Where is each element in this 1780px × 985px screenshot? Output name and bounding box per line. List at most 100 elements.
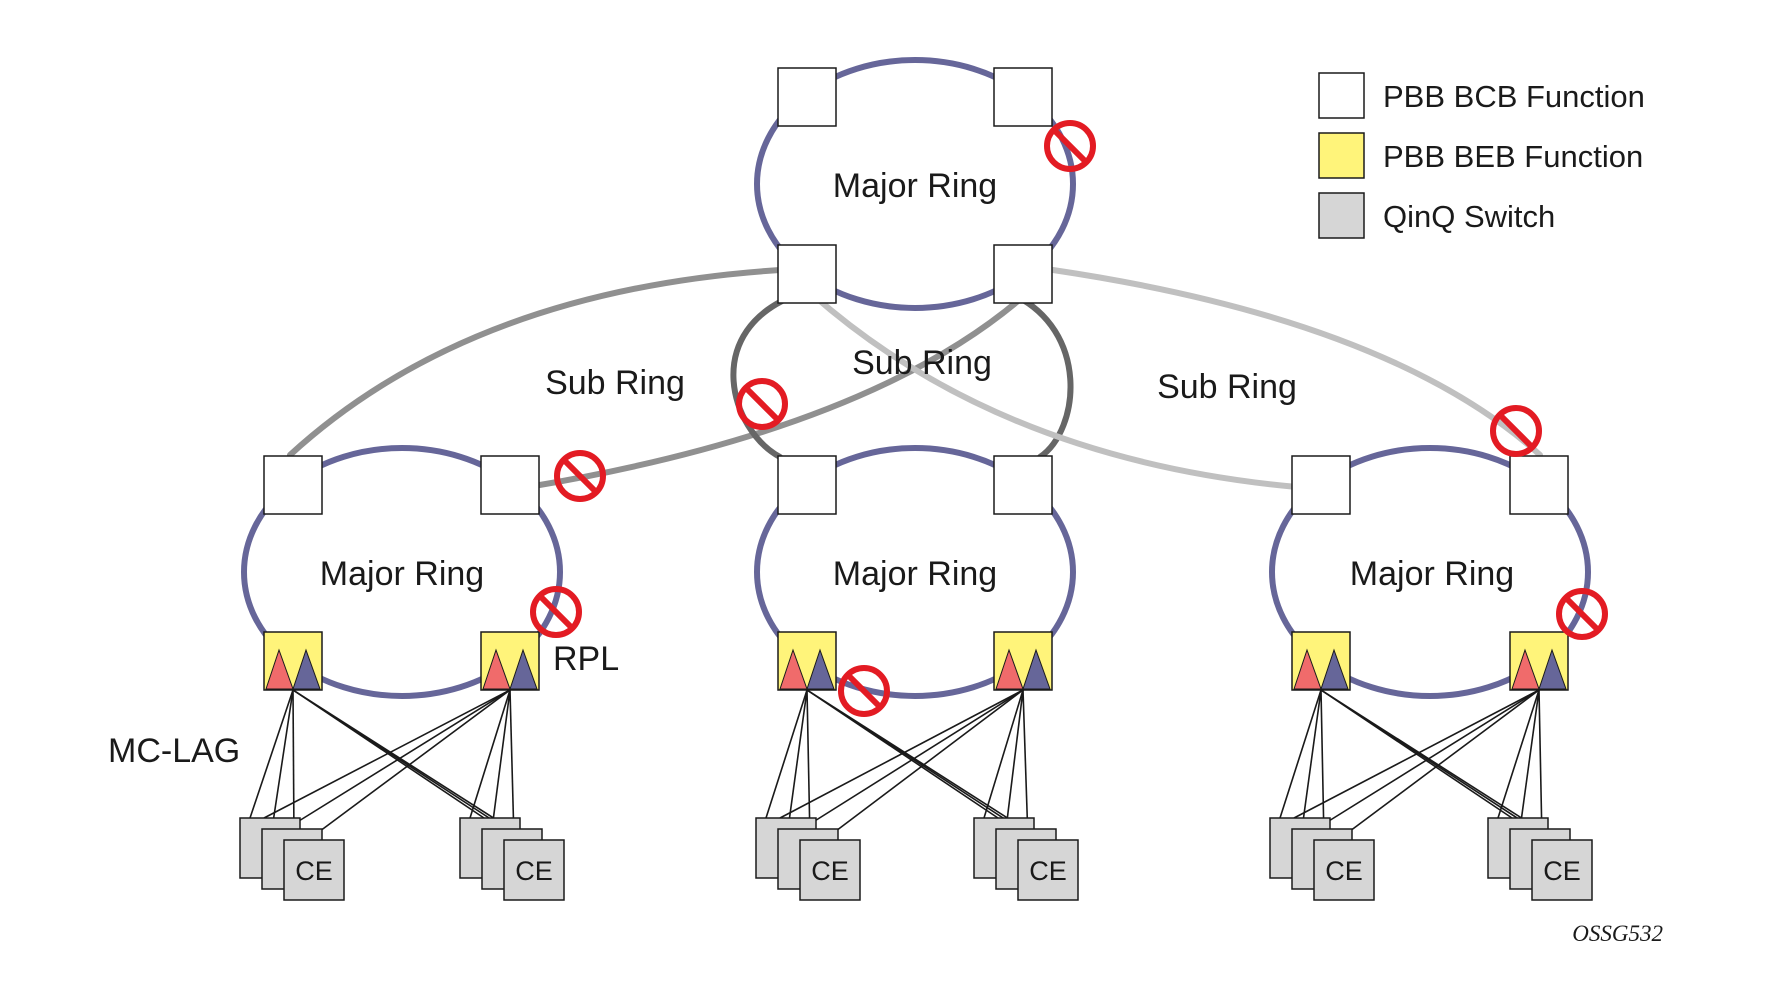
sub-ring-center-label: Sub Ring: [852, 344, 992, 382]
ce-label: CE: [1029, 856, 1067, 886]
mc-lag-link: [1538, 689, 1543, 841]
bcb-node-center-ring-tr: [993, 455, 1053, 515]
blocked-port-slash: [743, 385, 781, 423]
mc-lag-link: [1497, 689, 1540, 819]
beb-node-right-ring-bl: [1291, 631, 1351, 691]
ce-label: CE: [811, 856, 849, 886]
blocked-port-slash: [1051, 127, 1089, 165]
mc-lag-link: [249, 689, 294, 819]
sub-ring-right-path-b: [1050, 267, 1543, 458]
legend: PBB BCB Function PBB BEB Function QinQ S…: [1318, 72, 1645, 239]
major-ring-left-label: Major Ring: [320, 555, 484, 593]
blocked-port-ring: [554, 450, 606, 502]
beb-triangle-icon: [1538, 648, 1567, 690]
bcb-node-top-ring-tr: [993, 67, 1053, 127]
mc-lag-link: [1337, 689, 1540, 841]
ce-switch: [799, 839, 861, 901]
ce-stack-2: CE: [459, 817, 565, 901]
bcb-node-top-ring-br: [993, 244, 1053, 304]
beb-triangle-icon: [1511, 648, 1540, 690]
sub-ring-right-label: Sub Ring: [1157, 368, 1297, 406]
beb-triangle-icon: [1293, 648, 1322, 690]
blocked-port-icon: [530, 586, 582, 638]
beb-triangle-icon: [292, 648, 321, 690]
beb-triangle-icon: [779, 648, 808, 690]
blocked-port-ring: [1490, 405, 1542, 457]
mc-lag-link: [285, 689, 511, 830]
beb-triangle-icon: [265, 648, 294, 690]
bcb-nodes: [263, 67, 1569, 515]
mc-lag-link: [292, 689, 295, 841]
major-ring-top: [754, 57, 1076, 311]
ce-switch: [283, 839, 345, 901]
beb-triangle-icon: [1022, 648, 1051, 690]
legend-qinq-swatch: [1318, 192, 1365, 239]
blocked-port-ring: [838, 665, 890, 717]
sub-ring-center-path: [730, 291, 801, 460]
blocked-port-slash: [1497, 412, 1535, 450]
major-rings: [241, 57, 1591, 699]
bcb-node-top-ring-tl: [777, 67, 837, 127]
major-ring-top-label: Major Ring: [833, 167, 997, 205]
bcb-node-right-ring-tl: [1291, 455, 1351, 515]
blocked-port-icon: [838, 665, 890, 717]
major-ring-center: [754, 445, 1076, 699]
blocked-port-icon: [1044, 120, 1096, 172]
beb-triangle-icon: [509, 648, 538, 690]
beb-node-center-ring-bl: [777, 631, 837, 691]
bcb-node-left-ring-tl: [263, 455, 323, 515]
mc-lag-link: [801, 689, 1024, 830]
bcb-node-left-ring-tr: [480, 455, 540, 515]
mc-lag-link: [509, 689, 515, 841]
mc-lag-link: [1519, 689, 1540, 830]
beb-triangle-icon: [806, 648, 835, 690]
legend-bcb-swatch: [1318, 72, 1365, 119]
mc-lag-link: [1320, 689, 1325, 841]
blocked-port-slash: [845, 672, 883, 710]
sub-ring-center-path-b: [1009, 291, 1074, 460]
mc-lag-link: [765, 689, 808, 819]
ce-stack-3: CE: [755, 817, 861, 901]
mc-lag-link: [1315, 689, 1540, 830]
ce-switch: [503, 839, 565, 901]
bcb-node-center-ring-tl: [777, 455, 837, 515]
blocked-port-slash: [561, 457, 599, 495]
beb-node-left-ring-bl: [263, 631, 323, 691]
ce-label: CE: [1543, 856, 1581, 886]
ce-switch: [1531, 839, 1593, 901]
sub-ring-links: [287, 267, 1543, 490]
bcb-node-right-ring-tr: [1509, 455, 1569, 515]
mc-lag-link: [787, 689, 808, 830]
blocked-port-ring: [1556, 588, 1608, 640]
beb-triangle-icon: [1320, 648, 1349, 690]
mc-lag-link: [292, 689, 529, 841]
mc-lag-link: [491, 689, 511, 830]
mc-lag-link: [1022, 689, 1029, 841]
blocked-port-slash: [1563, 595, 1601, 633]
beb-nodes: [263, 631, 1569, 691]
mc-lag-link: [823, 689, 1024, 841]
legend-beb-label: PBB BEB Function: [1383, 139, 1643, 174]
major-ring-center-label: Major Ring: [833, 555, 997, 593]
sub-ring-right-path: [809, 291, 1300, 490]
ce-stack-4: CE: [973, 817, 1079, 901]
beb-node-right-ring-br: [1509, 631, 1569, 691]
mc-lag-link: [271, 689, 294, 830]
figure-code: OSSG532: [1572, 921, 1663, 946]
legend-beb-swatch: [1318, 132, 1365, 179]
mc-lag-links: [249, 689, 1557, 841]
ce-label: CE: [295, 856, 333, 886]
mc-lag-link: [469, 689, 511, 819]
ce-stack-1: CE: [239, 817, 345, 901]
mc-lag-link: [263, 689, 511, 819]
sub-ring-left-path: [287, 267, 783, 458]
beb-triangle-icon: [995, 648, 1024, 690]
blocked-port-icon: [554, 450, 606, 502]
legend-bcb-label: PBB BCB Function: [1383, 79, 1645, 114]
mc-lag-link: [1293, 689, 1540, 819]
blocked-port-ring: [530, 586, 582, 638]
major-ring-right: [1269, 445, 1591, 699]
